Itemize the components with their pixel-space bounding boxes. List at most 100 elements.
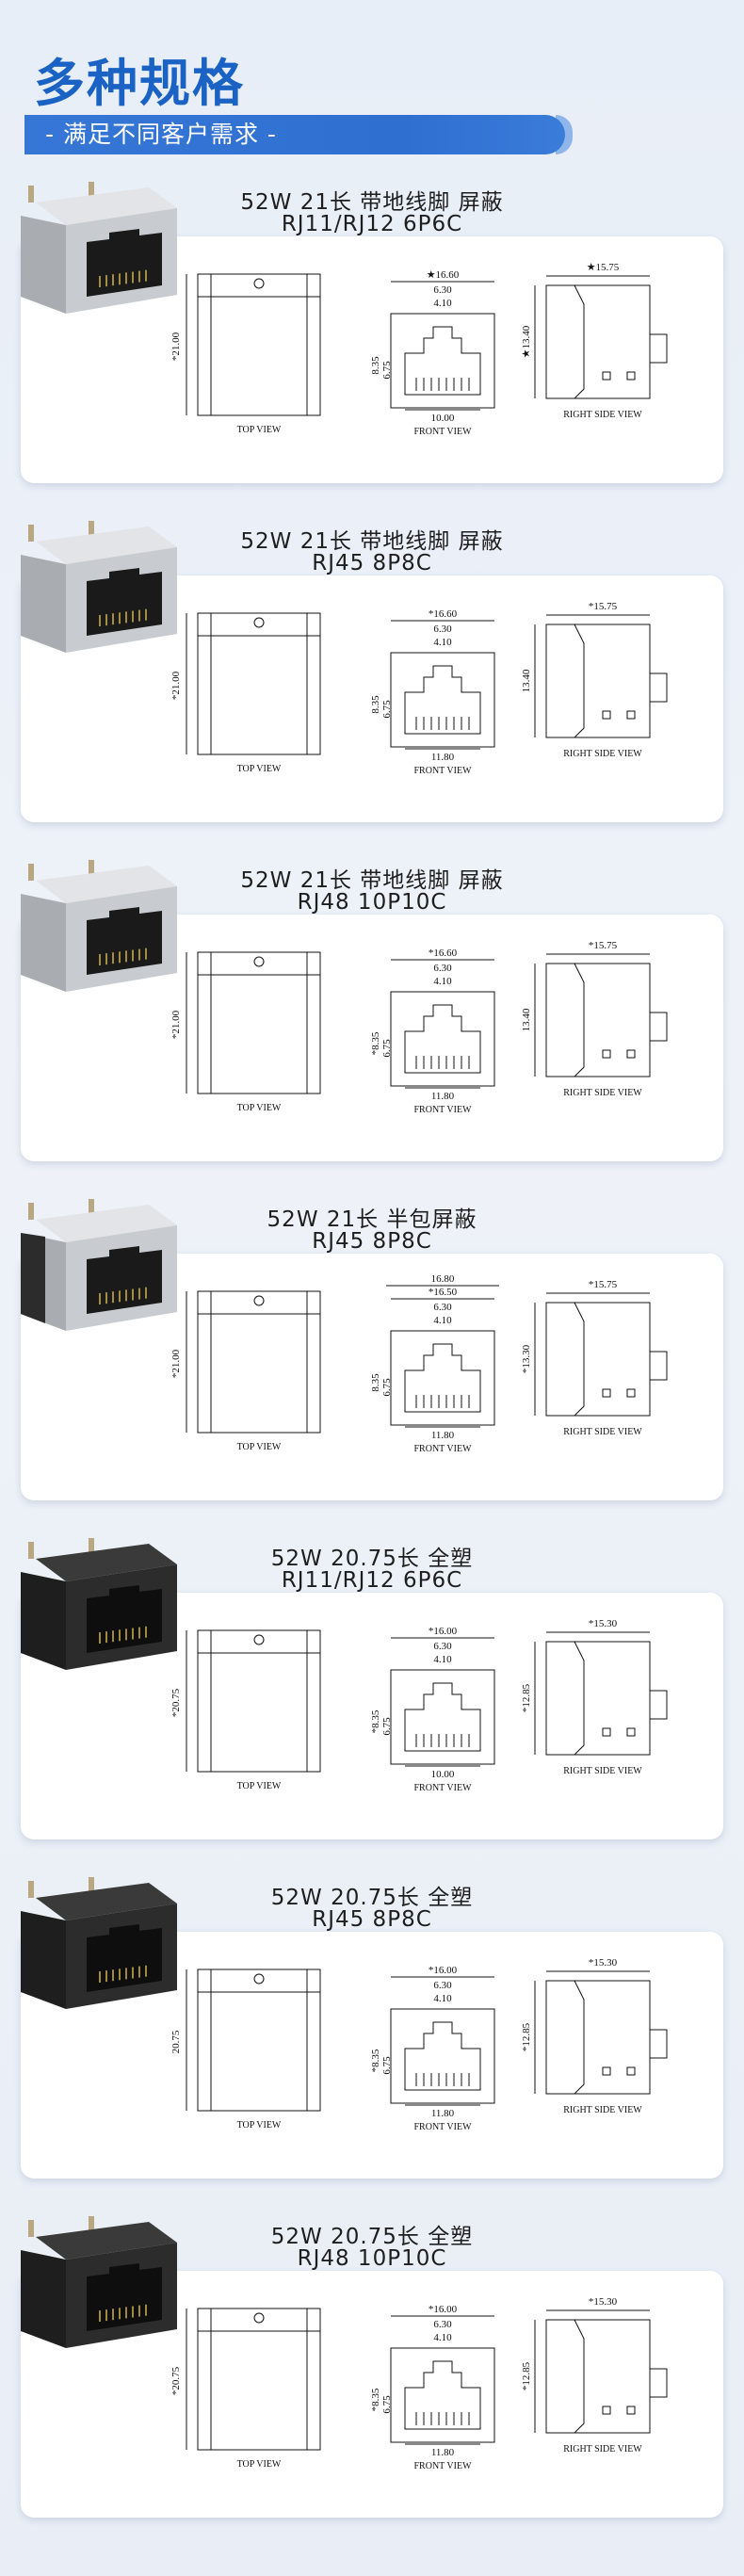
bottom-width-dimension: 11.80 (431, 1091, 455, 1102)
side-view-label: RIGHT SIDE VIEW (563, 1088, 642, 1098)
top-view-label: TOP VIEW (237, 2120, 282, 2130)
connector-photo (21, 860, 177, 992)
width-dimension: ★16.60 (427, 269, 460, 281)
spec-model: RJ45 8P8C (312, 1229, 432, 1254)
width-dimension: *16.60 (429, 948, 458, 959)
height-dimension: 20.75 (170, 2030, 182, 2053)
slot-dimension: 4.10 (433, 1315, 452, 1326)
front-view-label: FRONT VIEW (413, 2122, 472, 2132)
inner-width-dimension: 6.30 (433, 624, 452, 635)
depth-dimension: *15.75 (589, 1279, 618, 1290)
height-dimension: *21.00 (170, 332, 182, 361)
height-dimension: *21.00 (170, 1010, 182, 1039)
port-height-dimension: 6.75 (381, 1039, 393, 1058)
slot-dimension: 4.10 (433, 976, 452, 987)
pin-height-dimension: 8.35 (370, 695, 381, 714)
port-height-dimension: 6.75 (381, 2056, 393, 2075)
side-view-label: RIGHT SIDE VIEW (563, 2444, 642, 2454)
top-view-label: TOP VIEW (237, 2459, 282, 2470)
port-height-dimension: 6.75 (381, 2395, 393, 2414)
side-view-label: RIGHT SIDE VIEW (563, 1427, 642, 1437)
spec-title: 52W 20.75长 全塑 (270, 1547, 474, 1571)
side-height-dimension: *12.85 (521, 2022, 532, 2051)
bottom-width-dimension: 11.80 (431, 752, 455, 763)
front-view-label: FRONT VIEW (413, 2461, 472, 2471)
page-header: 多种规格 - 满足不同客户需求 - (0, 0, 744, 160)
front-view-label: FRONT VIEW (413, 766, 472, 776)
outer-width-dimension: 16.80 (431, 1273, 455, 1285)
inner-width-dimension: 6.30 (433, 963, 452, 974)
inner-width-dimension: 6.30 (433, 1980, 452, 1991)
spec-model: RJ45 8P8C (312, 1907, 432, 1932)
pin-height-dimension: *8.35 (370, 2049, 381, 2072)
side-height-dimension: *13.30 (521, 1344, 532, 1373)
top-view-label: TOP VIEW (237, 1781, 282, 1791)
width-dimension: *16.60 (429, 608, 458, 620)
port-height-dimension: 6.75 (381, 361, 393, 380)
front-view-label: FRONT VIEW (413, 1444, 472, 1454)
side-height-dimension: *12.85 (521, 1683, 532, 1712)
side-height-dimension: *12.85 (521, 2361, 532, 2390)
inner-width-dimension: 6.30 (433, 1302, 452, 1313)
connector-photo (21, 1199, 177, 1331)
slot-dimension: 4.10 (433, 1654, 452, 1665)
bottom-width-dimension: 10.00 (431, 413, 455, 424)
side-height-dimension: 13.40 (521, 669, 532, 692)
pin-height-dimension: *8.35 (370, 2388, 381, 2411)
side-height-dimension: ★13.40 (521, 325, 532, 358)
depth-dimension: *15.30 (589, 1618, 618, 1629)
spec-title: 52W 21长 半包屏蔽 (267, 1207, 477, 1232)
height-dimension: *21.00 (170, 671, 182, 700)
inner-width-dimension: 6.30 (433, 2319, 452, 2330)
depth-dimension: ★15.75 (587, 262, 620, 273)
slot-dimension: 4.10 (433, 2332, 452, 2343)
width-dimension: *16.00 (429, 1626, 458, 1637)
top-view-label: TOP VIEW (237, 764, 282, 774)
height-dimension: *21.00 (170, 1349, 182, 1378)
side-view-label: RIGHT SIDE VIEW (563, 410, 642, 420)
pin-height-dimension: *8.35 (370, 1709, 381, 1733)
connector-photo (21, 2216, 177, 2348)
inner-width-dimension: 6.30 (433, 1641, 452, 1652)
depth-dimension: *15.75 (589, 940, 618, 951)
bottom-width-dimension: 11.80 (431, 1430, 455, 1441)
spec-title: 52W 20.75长 全塑 (270, 2225, 474, 2249)
front-view-label: FRONT VIEW (413, 1105, 472, 1115)
bottom-width-dimension: 11.80 (431, 2108, 455, 2119)
connector-photo (21, 521, 177, 653)
side-height-dimension: 13.40 (521, 1008, 532, 1031)
depth-dimension: *15.30 (589, 2296, 618, 2308)
slot-dimension: 4.10 (433, 298, 452, 309)
slot-dimension: 4.10 (433, 637, 452, 648)
bottom-width-dimension: 10.00 (431, 1769, 455, 1780)
front-view-label: FRONT VIEW (413, 1783, 472, 1793)
connector-photo (21, 1877, 177, 2009)
depth-dimension: *15.75 (589, 601, 618, 612)
depth-dimension: *15.30 (589, 1957, 618, 1968)
port-height-dimension: 6.75 (381, 700, 393, 719)
top-view-label: TOP VIEW (237, 1442, 282, 1452)
